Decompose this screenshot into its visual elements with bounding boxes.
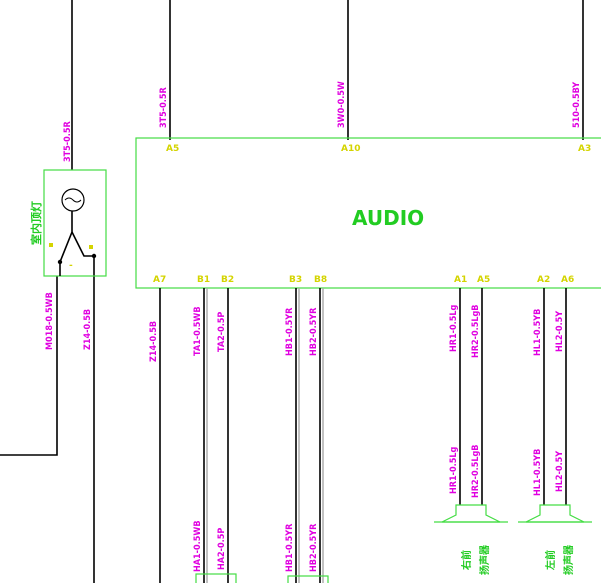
pin-bottom-b8: B8: [314, 275, 327, 285]
wire-label-hl1-lower: HL1-0.5YB: [533, 449, 543, 496]
speaker-lf-label-b: 扬声器: [562, 544, 575, 575]
lamp-pin-marker: [49, 243, 53, 247]
lamp-label: 室内顶灯: [29, 201, 43, 245]
wire-label-top-1: 3T5-0.5R: [159, 87, 169, 128]
wire-label-hr2-upper: HR2-0.5LgB: [471, 305, 481, 358]
wire-label-hl2-upper: HL2-0.5Y: [555, 311, 565, 352]
lamp-symbol-icon: [61, 188, 85, 212]
audio-module-title: AUDIO: [352, 206, 424, 230]
pin-bottom-a7: A7: [153, 275, 166, 285]
wire-label-ha1: HA1-0.5WB: [193, 521, 203, 573]
pin-bottom-b3: B3: [289, 275, 302, 285]
pin-bottom-b1: B1: [197, 275, 210, 285]
wire-label-hb1-lower: HB1-0.5YR: [285, 523, 295, 572]
connector-ta-bottom: [195, 573, 237, 583]
speaker-rf-label-a: 右前: [460, 550, 473, 571]
wire-label-hr1-upper: HR1-0.5Lg: [449, 304, 459, 352]
pin-bottom-b2: B2: [221, 275, 234, 285]
wire-label-hl2-lower: HL2-0.5Y: [555, 451, 565, 492]
wire-label-hb1-upper: HB1-0.5YR: [285, 307, 295, 356]
wire-left-feed: [0, 276, 58, 456]
speaker-left-front: 左前 扬声器: [518, 504, 592, 575]
lamp-ground-mark: -: [69, 261, 73, 271]
wire-label-top-3: 510-0.5BY: [572, 82, 582, 128]
connector-hb-bottom: [287, 575, 329, 583]
pin-bottom-a2: A2: [537, 275, 550, 285]
wire-label-m018: M018-0.5WB: [45, 292, 55, 350]
speaker-lf-label-a: 左前: [544, 550, 557, 571]
dome-lamp: 室内顶灯 -: [29, 169, 107, 277]
wire-label-hl1-upper: HL1-0.5YB: [533, 309, 543, 356]
wire-label-ha2: HA2-0.5P: [217, 528, 227, 570]
wire-label-hr2-lower: HR2-0.5LgB: [471, 445, 481, 498]
wire-label-z14-bottom: Z14-0.5B: [149, 321, 159, 362]
wire-label-hr1-lower: HR1-0.5Lg: [449, 446, 459, 494]
speaker-rf-label-b: 扬声器: [478, 544, 491, 575]
lamp-switch-right: [71, 231, 94, 257]
lamp-contact-a: [57, 259, 63, 265]
wire-label-ta1: TA1-0.5WB: [193, 306, 203, 356]
speaker-lf-cone-icon: [525, 504, 585, 523]
pin-bottom-a1: A1: [454, 275, 467, 285]
wire-label-hb2-upper: HB2-0.5YR: [309, 307, 319, 356]
speaker-right-front: 右前 扬声器: [434, 504, 508, 575]
speaker-rf-cone-icon: [441, 504, 501, 523]
lamp-internal-wire: [59, 211, 73, 263]
lamp-box: [43, 169, 107, 277]
lamp-filament-icon: [64, 197, 82, 203]
lamp-contact-b: [91, 253, 97, 259]
pin-top-2: A10: [341, 144, 361, 154]
pin-top-1: A5: [166, 144, 179, 154]
lamp-pin-marker-2: [89, 245, 93, 249]
wire-label-top-2: 3W0-0.5W: [337, 81, 347, 128]
wire-label-3t5-lamp: 3T5-0.5R: [63, 121, 73, 162]
pin-top-3: A3: [578, 144, 591, 154]
pin-bottom-a6: A6: [561, 275, 574, 285]
wire-label-z14-lamp: Z14-0.5B: [83, 309, 93, 350]
pin-bottom-a5: A5: [477, 275, 490, 285]
wire-label-ta2: TA2-0.5P: [217, 312, 227, 352]
audio-module-box: [135, 137, 601, 289]
wire-label-hb2-lower: HB2-0.5YR: [309, 523, 319, 572]
